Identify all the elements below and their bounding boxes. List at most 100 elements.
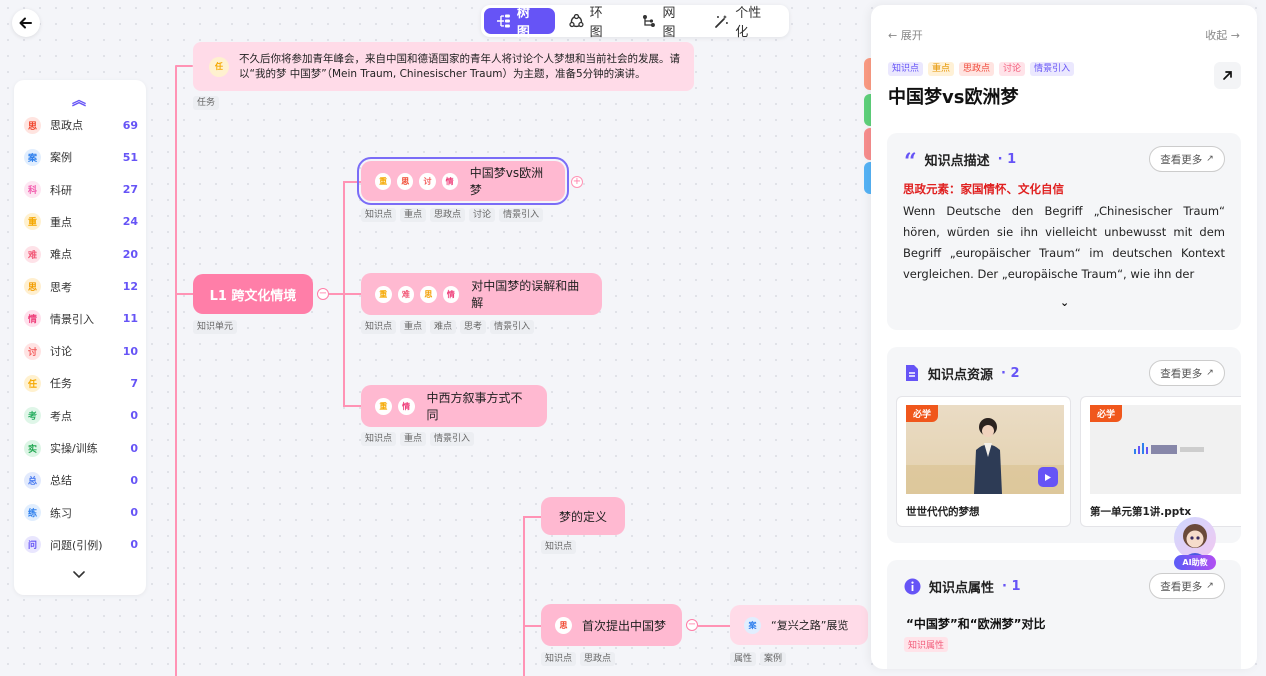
panel-side-tab[interactable] <box>864 94 872 126</box>
node-tags: 知识点 思政点 <box>541 652 616 666</box>
map-branch-line <box>698 625 730 627</box>
sidebar-item-label: 任务 <box>50 377 72 391</box>
expand-panel-button[interactable]: ← 展开 <box>888 29 923 42</box>
node-narrative-difference[interactable]: 重 情 中西方叙事方式不同 <box>361 385 547 427</box>
tag: 知识点 <box>361 432 397 446</box>
chevron-down-icon[interactable] <box>73 568 85 583</box>
thinking-icon: 思 <box>420 285 437 303</box>
sidebar-item-label: 实操/训练 <box>50 442 98 455</box>
panel-side-tab[interactable] <box>864 162 872 194</box>
sidebar-item-count: 20 <box>122 247 138 261</box>
tab-tree[interactable]: 树图 <box>484 6 555 40</box>
tag: 情景引入 <box>490 320 535 334</box>
tag: 知识单元 <box>193 320 238 334</box>
task-text: 不久后你将参加青年峰会，来自中国和德语国家的青年人将讨论个人梦想和当前社会的发展… <box>239 52 680 80</box>
collapse-node-button[interactable]: − <box>686 619 698 631</box>
node-label: “复兴之路”展览 <box>771 619 849 632</box>
l1-node-label: L1 跨文化情境 <box>209 288 297 304</box>
resource-name: 世世代代的梦想 <box>906 506 980 518</box>
open-external-icon[interactable] <box>1214 62 1241 89</box>
view-more-label: 查看更多 <box>1160 580 1203 593</box>
view-more-button[interactable]: 查看更多↗ <box>1149 146 1225 172</box>
trophy-icon: 任 <box>209 56 229 77</box>
tree-icon <box>496 14 510 28</box>
attribute-tag: 知识属性 <box>904 637 949 652</box>
ai-assistant-button[interactable]: AI助教 <box>1170 517 1220 573</box>
panel-side-tab[interactable] <box>864 128 872 160</box>
node-dream-definition[interactable]: 梦的定义 <box>541 497 625 535</box>
tag: 思政点 <box>430 208 466 222</box>
tab-network[interactable]: 网图 <box>630 6 701 40</box>
view-more-button[interactable]: 查看更多↗ <box>1149 573 1225 599</box>
map-branch-line <box>329 293 343 295</box>
ppt-thumbnail: 必学 <box>1090 405 1241 494</box>
resources-count: · 2 <box>1001 365 1020 381</box>
play-icon[interactable] <box>1038 467 1058 487</box>
node-tags: 知识点 重点 思政点 讨论 情景引入 <box>361 208 544 222</box>
tag: 思考 <box>460 320 487 334</box>
ai-assistant-label: AI助教 <box>1174 555 1216 570</box>
category-icon: 难 <box>24 245 41 263</box>
tab-personalize[interactable]: 个性化 <box>702 6 786 40</box>
view-switch: 树图 环图 网图 个性化 <box>481 5 789 40</box>
tag: 知识点 <box>361 320 397 334</box>
node-revival-exhibition[interactable]: 案 “复兴之路”展览 <box>730 605 868 645</box>
collapse-up-icon[interactable]: ︽ <box>72 93 86 109</box>
category-icon: 问 <box>24 536 41 554</box>
view-more-label: 查看更多 <box>1160 153 1203 166</box>
expand-node-button[interactable]: + <box>571 176 583 188</box>
sidebar-item-count: 0 <box>130 409 138 423</box>
attribute-item: “中国梦”和“欧洲梦”对比 <box>906 617 1046 631</box>
resource-video-card[interactable]: 必学 世世代代的梦想 <box>896 396 1071 527</box>
map-branch-line <box>523 625 541 627</box>
tab-ring-label: 环图 <box>589 6 603 40</box>
view-more-button[interactable]: 查看更多↗ <box>1149 360 1225 386</box>
back-button[interactable] <box>12 9 40 37</box>
attributes-title: 知识点属性 <box>929 580 995 596</box>
node-china-dream-vs-european-dream[interactable]: 重 思 讨 情 中国梦vs欧洲梦 <box>357 157 569 205</box>
arrow-up-right-icon: ↗ <box>1206 368 1214 378</box>
view-more-label: 查看更多 <box>1160 367 1203 380</box>
category-icon: 案 <box>24 148 41 166</box>
tab-ring[interactable]: 环图 <box>557 6 628 40</box>
resources-title: 知识点资源 <box>928 367 994 383</box>
category-icon: 思 <box>24 278 41 295</box>
node-first-proposed[interactable]: 思 首次提出中国梦 <box>541 604 682 646</box>
tag: 重点 <box>400 432 427 446</box>
panel-side-tab[interactable] <box>864 58 872 90</box>
description-card: “ 知识点描述 · 1 查看更多↗ 思政元素：家国情怀、文化自信 Wenn De… <box>887 133 1241 330</box>
tag: 难点 <box>430 320 457 334</box>
collapse-panel-button[interactable]: 收起 → <box>1205 29 1240 42</box>
arrow-left-icon <box>19 17 32 29</box>
node-tags: 知识点 重点 难点 思考 情景引入 <box>361 320 535 334</box>
chevron-down-icon[interactable]: ⌄ <box>1060 296 1070 309</box>
tag: 任务 <box>193 96 220 110</box>
collapse-node-button[interactable]: − <box>317 288 329 300</box>
node-label: 梦的定义 <box>558 509 607 524</box>
node-misunderstanding[interactable]: 重 难 思 情 对中国梦的误解和曲解 <box>361 273 602 315</box>
category-icon: 讨 <box>24 342 41 360</box>
l1-node[interactable]: L1 跨文化情境 <box>193 274 313 314</box>
sidebar-item[interactable]: 问问题(引例)0 <box>24 533 138 557</box>
resource-ppt-card[interactable]: 必学 第一单元第1讲.pptx <box>1080 396 1241 527</box>
node-label: 首次提出中国梦 <box>582 618 667 633</box>
quote-icon: “ <box>904 149 917 175</box>
tag: 知识点 <box>541 540 577 554</box>
task-node[interactable]: 任 不久后你将参加青年峰会，来自中国和德语国家的青年人将讨论个人梦想和当前社会的… <box>193 42 694 91</box>
category-icon: 重 <box>24 213 41 231</box>
map-branch-line <box>343 293 361 295</box>
resource-name: 第一单元第1讲.pptx <box>1090 506 1192 518</box>
